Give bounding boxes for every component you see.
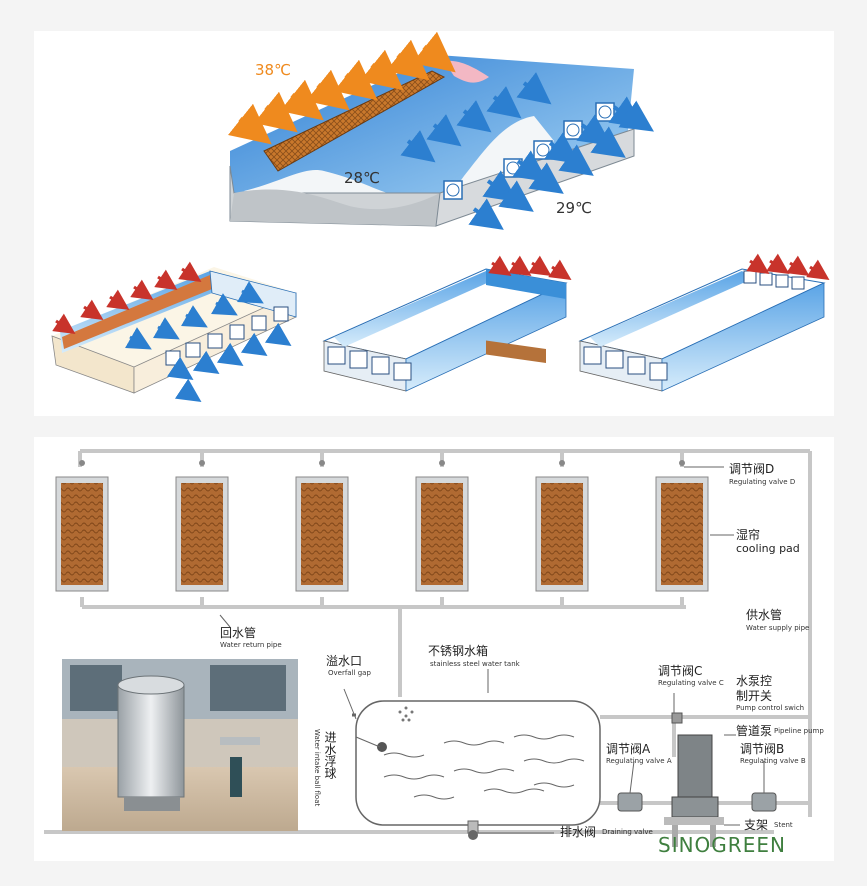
outside-temperature: 38℃ [255,61,291,79]
leader-lines [219,466,765,834]
greenhouse-variant-1 [51,261,297,402]
valve-d-label-en: Regulating valve D [729,478,796,486]
valve-a-label-en: Regulating valve A [606,757,672,765]
greenhouse-variant-3 [578,253,830,392]
drain-label-en: Draining valve [602,828,653,836]
cooling-pad-label-en: cooling pad [736,542,800,555]
valve-c-label: 调节阀C [658,664,703,678]
return-pipe-label: 回水管 [220,626,257,640]
ball-float-label-en: Water intake ball float [313,729,321,807]
greenhouse-variant-2 [322,255,572,392]
drain-label: 排水阀 [560,825,597,839]
stent-label: 支架 [744,818,769,832]
inside-temperature: 28℃ [344,169,380,187]
stent-label-en: Stent [774,821,793,829]
water-system-diagram [44,449,812,847]
valve-a-label: 调节阀A [606,742,651,756]
valve-b-label: 调节阀B [740,742,785,756]
valve-d-label: 调节阀D [729,462,775,476]
pump-switch-label-en: Pump control swich [736,704,805,712]
cool-air-arrows [400,72,654,230]
tank-label-en: stainless steel water tank [430,660,520,668]
water-system-panel: 调节阀D Regulating valve D 湿帘 cooling pad 供… [34,437,834,861]
supply-pipe-label: 供水管 [746,608,783,622]
tank-photo [62,659,298,831]
pipeline-pump-label-en: Pipeline pump [774,727,824,735]
overfall-label: 溢水口 [326,654,363,668]
valve-c-label-en: Regulating valve C [658,679,724,687]
tank-label: 不锈钢水箱 [428,644,489,658]
airflow-illustration [51,31,830,402]
overfall-label-en: Overfall gap [328,669,371,677]
stainless-tank [352,700,601,840]
valve-b-label-en: Regulating valve B [740,757,806,765]
cooling-pad-label: 湿帘 [736,528,761,542]
brand-logo: SINOGREEN [658,833,786,857]
pump-switch-label-1: 水泵控 [736,674,773,688]
hot-air-arrows [227,31,456,145]
pump-switch-label-2: 制开关 [736,689,773,703]
cooling-pads [55,460,709,592]
main-greenhouse [227,31,654,230]
supply-pipe-label-en: Water supply pipe [746,624,810,632]
pipeline-pump-label: 管道泵 [736,724,773,738]
valves-and-pump [617,712,777,847]
airflow-illustration-panel: 38℃ 28℃ 29℃ [34,31,834,416]
ball-float-label: 进水浮球 [323,731,337,779]
return-pipe-label-en: Water return pipe [220,641,282,649]
exhaust-temperature: 29℃ [556,199,592,217]
return-pipe [80,597,686,697]
